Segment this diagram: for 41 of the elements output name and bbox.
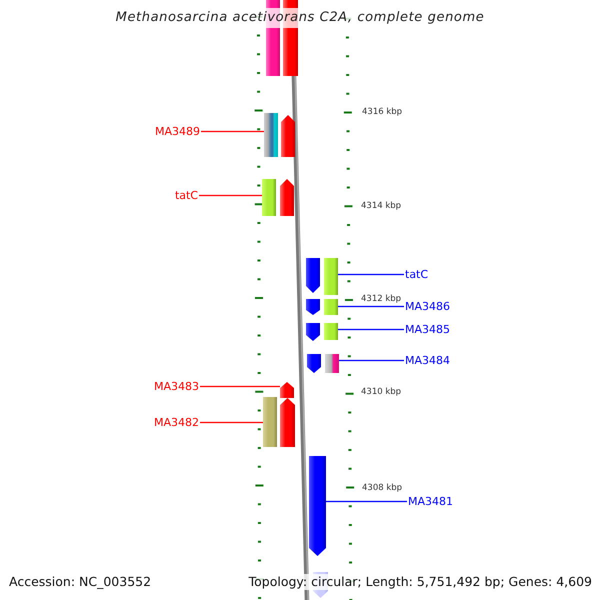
- leader-line: [338, 328, 404, 330]
- leader-line: [199, 194, 262, 196]
- gene-feature: [324, 323, 338, 340]
- stranded-gene-feature: [281, 115, 295, 157]
- stranded-gene-feature: [280, 382, 294, 398]
- stranded-gene-feature: [306, 258, 320, 293]
- gene-label: MA3485: [405, 323, 450, 336]
- gene-label: tatC: [174, 189, 198, 202]
- leader-line: [200, 386, 280, 388]
- gene-label: MA3481: [408, 495, 454, 508]
- gene-label: MA3483: [154, 380, 199, 393]
- scale-label: 4314 kbp: [361, 201, 402, 211]
- leader-line: [326, 500, 407, 502]
- gene-feature: [262, 179, 276, 216]
- stranded-gene-feature: [309, 456, 326, 556]
- gene-label: MA3486: [405, 300, 450, 313]
- gene-feature: [325, 354, 339, 373]
- gene-feature: [263, 397, 277, 447]
- stranded-gene-feature: [280, 179, 294, 216]
- stranded-gene-feature: [306, 323, 320, 341]
- gene-feature: [324, 258, 338, 295]
- leader-line: [338, 306, 404, 308]
- leader-line: [339, 360, 404, 362]
- gene-label: tatC: [405, 268, 428, 281]
- leader-line: [338, 274, 404, 276]
- scale-label: 4310 kbp: [361, 387, 402, 397]
- footer-text: Accession: NC_003552: [9, 574, 152, 590]
- gene-feature: [324, 299, 338, 315]
- gene-label: MA3489: [154, 125, 200, 138]
- stranded-gene-feature: [306, 299, 320, 315]
- gene-label: MA3484: [405, 354, 450, 367]
- stranded-gene-feature: [280, 398, 295, 447]
- scale-label: 4312 kbp: [361, 294, 402, 304]
- scale-label: 4316 kbp: [362, 107, 402, 117]
- leader-line: [200, 422, 263, 424]
- scale-label: 4308 kbp: [362, 483, 402, 493]
- leader-line: [201, 130, 264, 132]
- gene-feature: [264, 113, 278, 157]
- gene-label: MA3482: [154, 416, 199, 429]
- footer-text: Topology: circular; Length: 5,751,492 bp; Genes: 4,609: [248, 574, 592, 590]
- stranded-gene-feature: [307, 354, 321, 373]
